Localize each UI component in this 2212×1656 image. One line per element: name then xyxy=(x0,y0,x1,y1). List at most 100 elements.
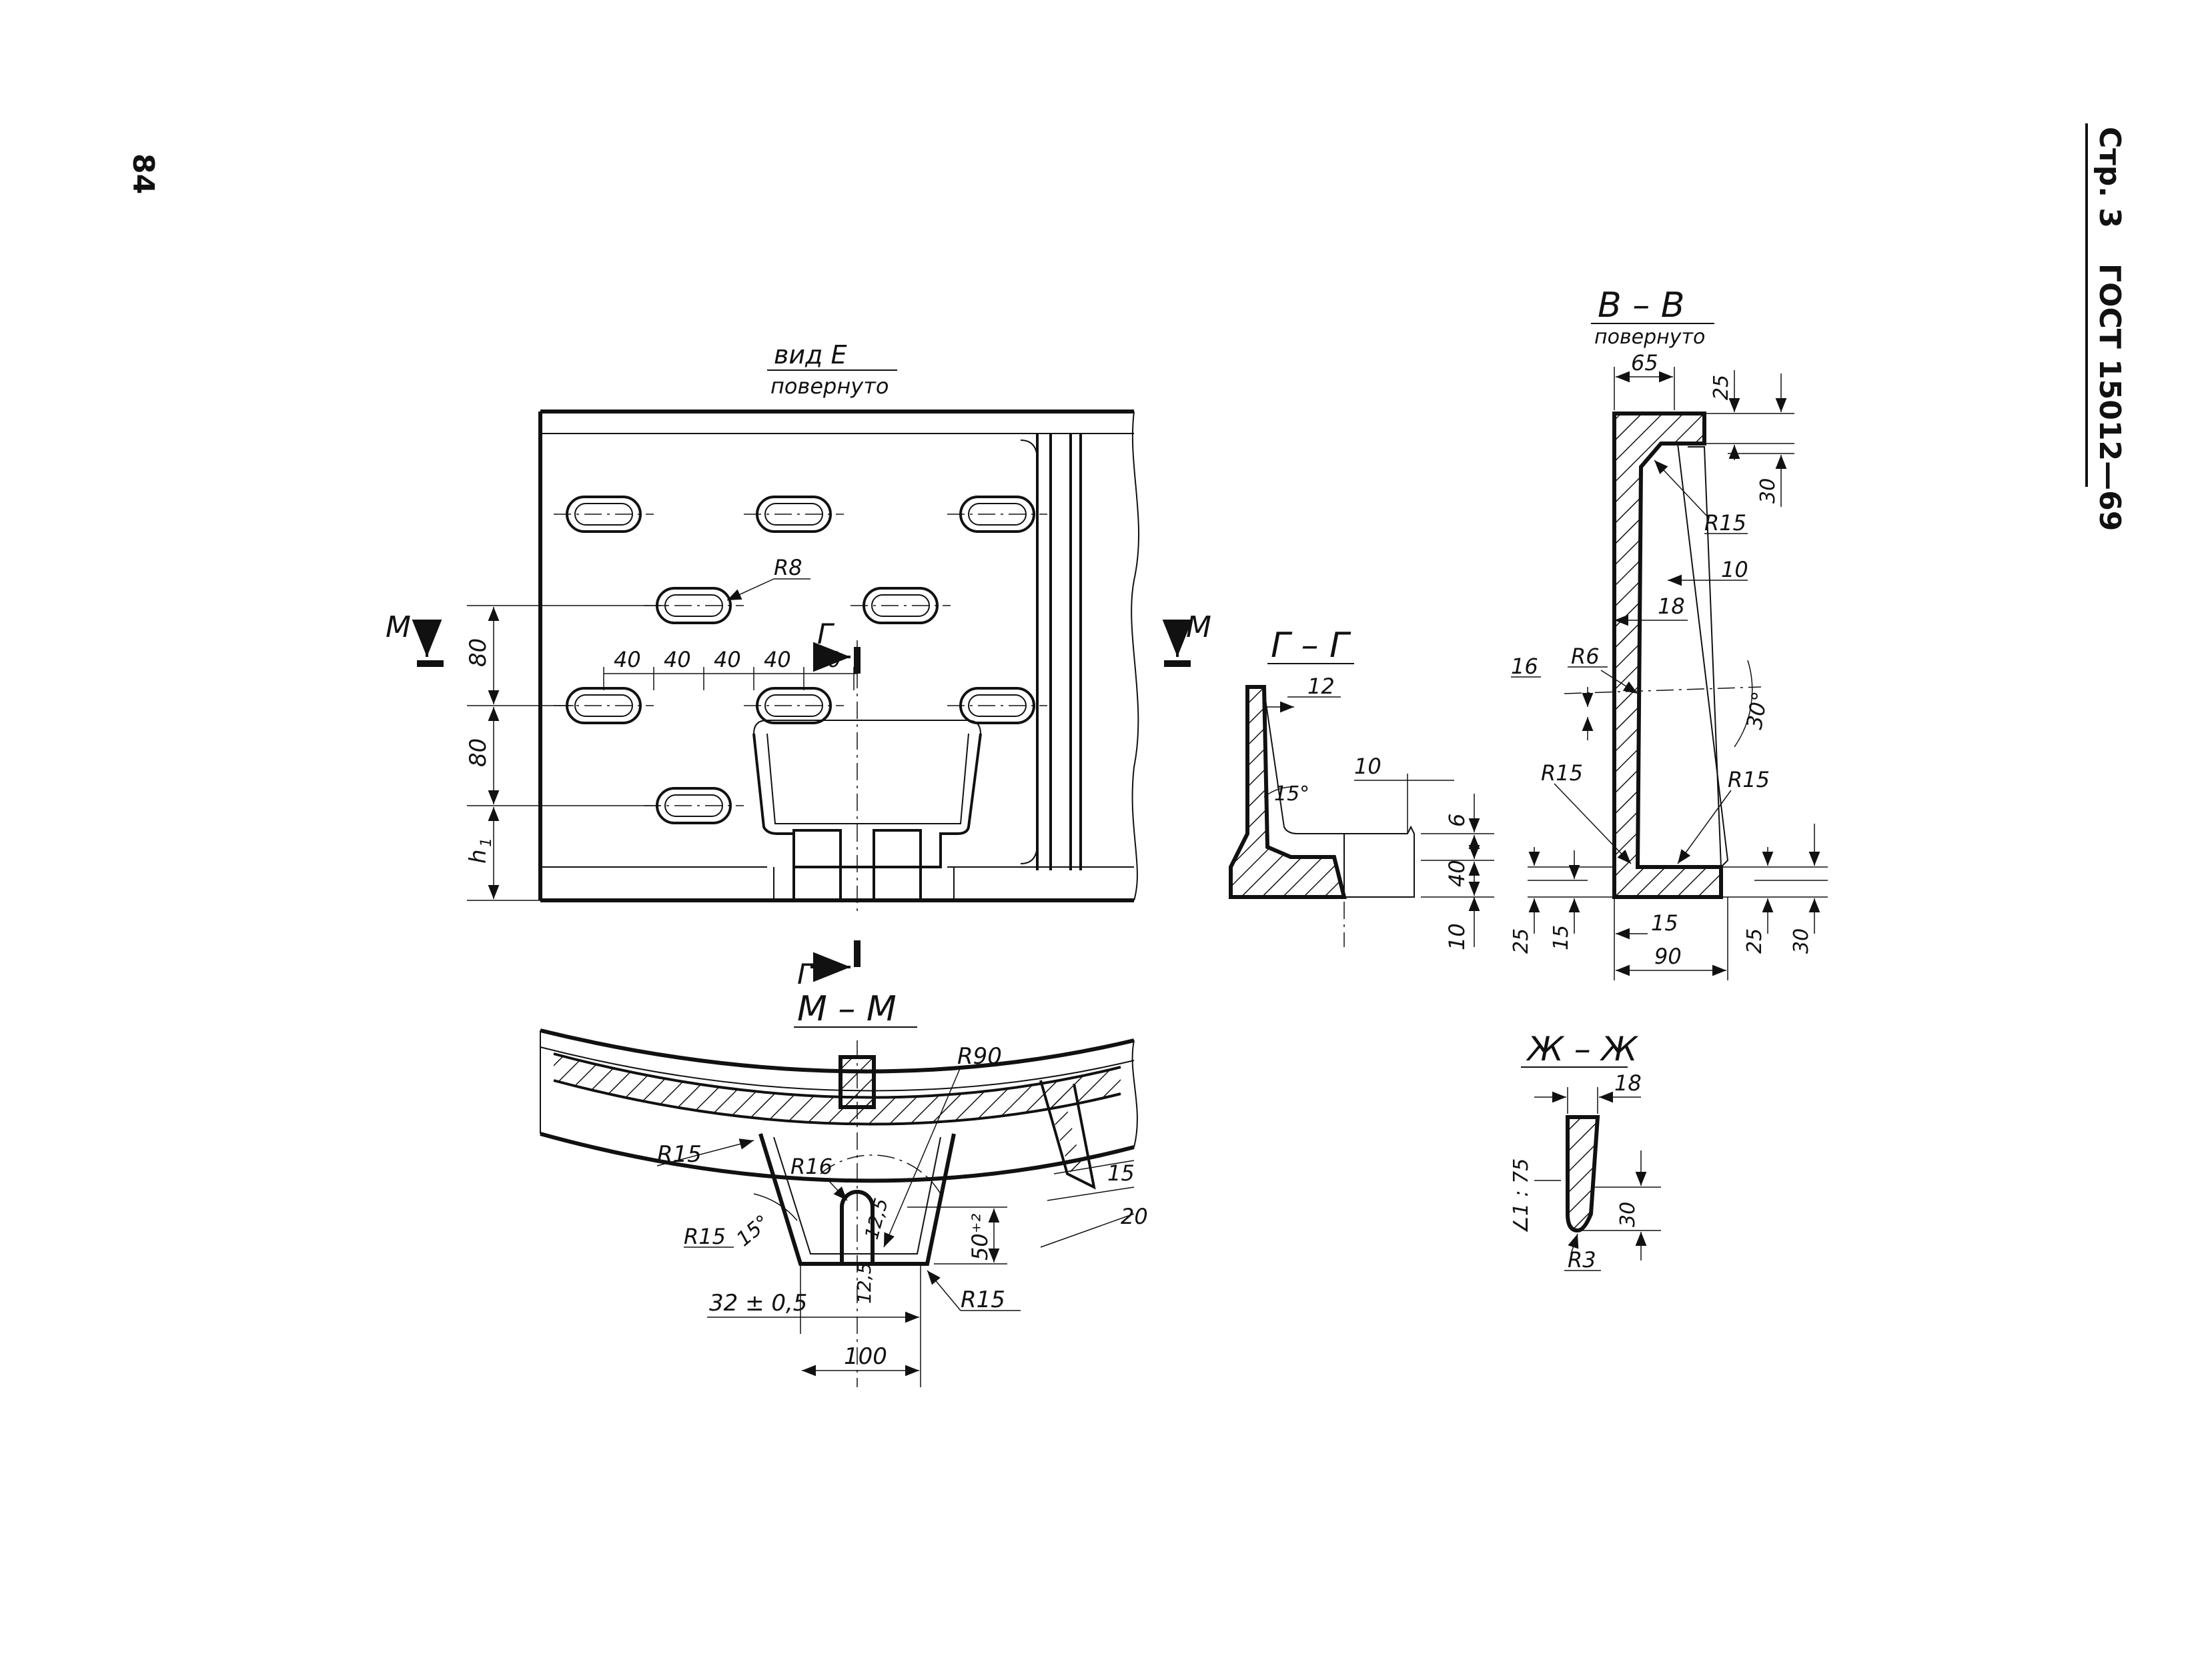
cut-m-left-bar xyxy=(417,660,444,667)
view-e-pocket-top xyxy=(753,720,981,734)
cut-g-bottom-bar xyxy=(854,940,861,967)
dim-gg-40: 40 xyxy=(1444,860,1470,887)
dim-vv-10: 10 xyxy=(1721,557,1748,582)
dim-80-upper: 80 xyxy=(465,638,492,667)
section-v-v-title: В – В xyxy=(1598,285,1684,325)
header-standard-label: ГОСТ 15012—69 xyxy=(2093,263,2127,531)
cut-plane-g-top: Г xyxy=(813,618,861,674)
dim-gg-15deg: 15° xyxy=(1274,782,1309,806)
view-e-pocket xyxy=(752,733,982,868)
section-zh-zh: Ж – Ж 18 ∠1 : 75 30 R3 xyxy=(1510,1030,1661,1273)
mm-dims: R90 R15 R16 R15 15° 12,5 12,5 50⁺² 15 20 xyxy=(656,1043,1148,1387)
view-e-title: вид Е xyxy=(774,340,847,369)
dim-vv-18: 18 xyxy=(1658,594,1685,619)
dim-gg-10-bottom: 10 xyxy=(1444,923,1470,950)
section-v-v-subtitle: повернуто xyxy=(1594,325,1705,349)
dim-vv-90: 90 xyxy=(1654,944,1682,969)
dim-mm-15: 15 xyxy=(1107,1160,1135,1186)
dim-mm-12-5-upper: 12,5 xyxy=(861,1196,893,1242)
dim-40-4: 40 xyxy=(764,647,791,672)
view-e-pocket-inner xyxy=(766,733,969,824)
cut-m-left-label: М xyxy=(386,610,411,644)
dim-vv-r15-right: R15 xyxy=(1728,767,1770,792)
vv-hatch xyxy=(1614,413,1721,897)
view-e-dims-vertical: 80 80 h 1 xyxy=(465,605,667,901)
view-e-vertical-rib xyxy=(1036,434,1082,870)
dim-vv-25-br: 25 xyxy=(1743,928,1766,954)
view-e-pocket-sides xyxy=(773,867,955,900)
section-g-g: Г – Г 12 15° 10 6 40 10 xyxy=(1229,626,1494,950)
mm-hub xyxy=(758,1133,956,1266)
dim-mm-20: 20 xyxy=(1121,1204,1148,1229)
vv-dims: 65 25 30 R15 10 18 R6 16 30° xyxy=(1510,350,1828,980)
gg-hatch xyxy=(1231,687,1344,897)
view-e-tooth-right xyxy=(873,829,922,902)
dim-h1-subscript: 1 xyxy=(478,838,495,847)
dim-mm-r16: R16 xyxy=(790,1154,833,1179)
zz-profile xyxy=(1566,1115,1600,1233)
dim-mm-12-5-lower: 12,5 xyxy=(853,1263,875,1304)
slot xyxy=(554,496,654,533)
dim-mm-r15-right: R15 xyxy=(961,1287,1005,1313)
section-m-m-title: М – М xyxy=(797,989,897,1029)
cut-g-bottom-label: Г xyxy=(797,958,815,990)
dim-mm-angle-15: 15° xyxy=(732,1210,774,1251)
section-m-m: М – М R90 R15 R16 R15 15° xyxy=(540,989,1148,1387)
view-e-subtitle: повернуто xyxy=(770,373,889,399)
mm-right-rib xyxy=(1039,1080,1096,1190)
zz-dims: 18 ∠1 : 75 30 R3 xyxy=(1510,1070,1661,1273)
dim-vv-65: 65 xyxy=(1631,350,1658,375)
view-e: вид Е повернуто xyxy=(386,340,1211,990)
cut-plane-m-right: М xyxy=(1162,610,1211,667)
dim-40-5: 40 xyxy=(814,647,841,672)
dim-gg-10-top: 10 xyxy=(1354,754,1381,779)
dim-gg-6: 6 xyxy=(1444,814,1470,827)
mm-angle-arc-left xyxy=(753,1193,798,1221)
vv-web xyxy=(1661,443,1729,868)
mm-hub-inner xyxy=(773,1136,941,1255)
dim-zz-slope: ∠1 : 75 xyxy=(1510,1158,1533,1234)
section-g-g-title: Г – Г xyxy=(1271,626,1351,666)
mm-rim-bottom xyxy=(540,1132,1135,1183)
dim-vv-25-top: 25 xyxy=(1710,375,1733,400)
view-e-break-line xyxy=(1131,411,1139,901)
slot xyxy=(744,496,844,533)
dim-vv-15-bl: 15 xyxy=(1550,925,1573,950)
dim-vv-25-bl: 25 xyxy=(1510,928,1533,954)
dim-mm-50-tol: 50⁺² xyxy=(967,1213,993,1261)
page-number: 84 xyxy=(126,153,160,194)
dim-40-3: 40 xyxy=(714,647,741,672)
dim-mm-r15-left: R15 xyxy=(684,1224,726,1249)
vv-profile xyxy=(1612,411,1723,899)
mm-rim-hatch xyxy=(554,1054,1121,1124)
gg-profile xyxy=(1229,685,1347,899)
dim-40-1: 40 xyxy=(614,647,641,672)
dim-vv-r15-left: R15 xyxy=(1541,760,1583,786)
dim-r8: R8 xyxy=(774,555,802,580)
dim-h1: h xyxy=(465,849,492,864)
cut-m-right-bar xyxy=(1164,660,1191,667)
gg-dims: 12 15° 10 6 40 10 xyxy=(1263,674,1494,950)
dim-80-lower: 80 xyxy=(465,738,492,767)
dim-vv-15-bottom: 15 xyxy=(1651,910,1678,936)
vv-web-inner xyxy=(1688,446,1722,868)
dim-vv-30-top: 30 xyxy=(1756,478,1780,504)
dim-vv-30-br: 30 xyxy=(1790,928,1813,954)
mm-angle-arc-right xyxy=(820,1154,941,1194)
vv-angle-arc xyxy=(1734,660,1753,748)
cut-plane-g-bottom: Г xyxy=(797,940,861,990)
slot xyxy=(851,587,951,624)
vv-axis-line xyxy=(1564,686,1762,694)
mm-slot xyxy=(840,1190,875,1264)
cut-g-top-bar xyxy=(854,647,861,674)
dim-mm-32: 32 ± 0,5 xyxy=(709,1290,807,1317)
dim-vv-16: 16 xyxy=(1511,654,1538,679)
mm-rim-top xyxy=(540,1028,1135,1074)
slot xyxy=(947,687,1047,724)
dim-vv-r15-top: R15 xyxy=(1704,510,1746,536)
view-e-rib-fillets xyxy=(1020,440,1038,864)
slot xyxy=(744,687,844,724)
cut-g-top-label: Г xyxy=(817,618,835,650)
dim-mm-r90: R90 xyxy=(957,1043,1002,1070)
